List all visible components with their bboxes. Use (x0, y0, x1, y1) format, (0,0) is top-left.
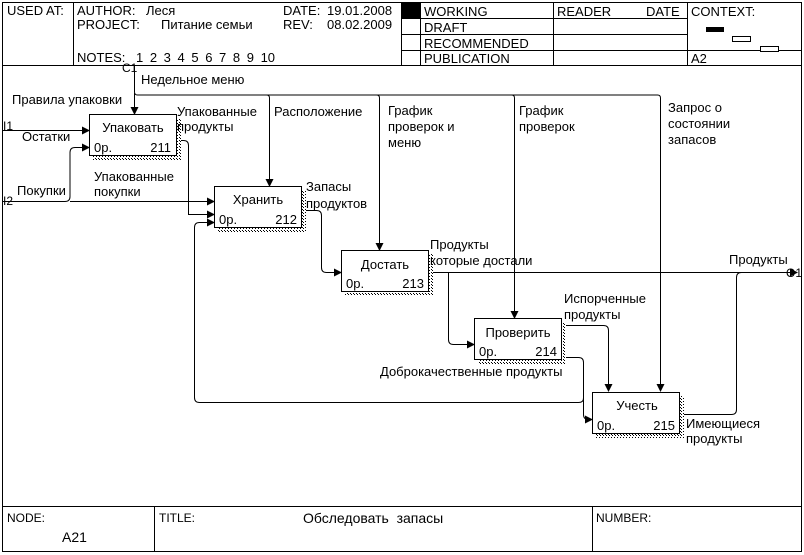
arrow-packed-products (176, 140, 215, 219)
status-recommended: RECOMMENDED (424, 36, 529, 51)
box-label: Хранить (233, 192, 284, 207)
project-label: PROJECT: (77, 17, 140, 32)
label-check-schedule-2: проверок (519, 119, 575, 134)
tunnel-i2: I2 (3, 194, 13, 208)
box-211[interactable]: Упаковать 0р. 211 (89, 114, 182, 161)
status-publication: PUBLICATION (424, 51, 510, 66)
rev-value: 08.02.2009 (327, 17, 392, 32)
box-cost: 0р. (479, 344, 497, 359)
arrow-labels: Недельное меню Правила упаковки Остатки … (12, 72, 788, 446)
arrow-product-stock (302, 210, 342, 277)
label-check-menu-3: меню (388, 135, 421, 150)
box-number: 212 (275, 212, 297, 227)
box-number: 215 (653, 418, 675, 433)
context-label: CONTEXT: (691, 4, 755, 19)
date-value: 19.01.2008 (327, 3, 392, 18)
box-label: Проверить (485, 325, 550, 340)
label-available-1: Имеющиеся (686, 416, 760, 431)
tunnel-c1: C1 (122, 61, 138, 75)
label-stock-request-2: состоянии (668, 116, 730, 131)
box-214[interactable]: Проверить 0р. 214 (474, 318, 567, 365)
context-thumbnail (706, 27, 779, 52)
box-cost: 0р. (597, 418, 615, 433)
arrow-good-products (561, 357, 593, 424)
label-leftovers: Остатки (22, 129, 70, 144)
arrow-purchases (3, 143, 90, 202)
working-status-marker (402, 3, 420, 18)
date-label: DATE: (283, 3, 320, 18)
status-working: WORKING (424, 4, 488, 19)
arrow-check-schedule-menu (375, 94, 384, 251)
label-purchases: Покупки (17, 183, 66, 198)
notes-value: 1 2 3 4 5 6 7 8 9 10 (136, 50, 275, 65)
node-value: A21 (62, 529, 87, 545)
label-packed-products-1: Упакованные (177, 104, 257, 119)
status-draft: DRAFT (424, 20, 467, 35)
label-packed-purchases-2: покупки (94, 184, 141, 199)
box-label: Упаковать (102, 120, 164, 135)
label-stock-request-1: Запрос о (668, 100, 722, 115)
author-label: AUTHOR: (77, 3, 136, 18)
reader-date-label: DATE (646, 4, 680, 19)
box-label: Достать (361, 257, 409, 272)
author-value: Леся (146, 3, 175, 18)
label-product-stock-1: Запасы (306, 179, 351, 194)
rev-label: REV: (283, 17, 313, 32)
label-location: Расположение (274, 104, 362, 119)
label-check-menu-1: График (388, 103, 433, 118)
label-products: Продукты (729, 252, 788, 267)
label-product-stock-2: продуктов (306, 196, 367, 211)
label-packing-rules: Правила упаковки (12, 92, 122, 107)
project-value: Питание семьи (161, 17, 253, 32)
label-packed-purchases-1: Упакованные (94, 169, 174, 184)
label-spoiled-2: продукты (564, 307, 620, 322)
label-available-2: продукты (686, 431, 742, 446)
label-good-products: Доброкачественные продукты (380, 364, 562, 379)
diagram-title: Обследовать запасы (303, 510, 443, 526)
node-label: NODE: (7, 511, 45, 525)
context-node: A2 (691, 51, 707, 66)
label-weekly-menu: Недельное меню (141, 72, 245, 87)
box-215[interactable]: Учесть 0р. 215 (592, 392, 685, 439)
box-number: 214 (535, 344, 557, 359)
label-spoiled-1: Испорченные (564, 291, 646, 306)
footer (2, 506, 802, 552)
box-212[interactable]: Хранить 0р. 212 (214, 186, 307, 233)
number-label: NUMBER: (596, 511, 651, 525)
arrow-available-products (679, 272, 742, 415)
arrow-check-schedule (510, 94, 519, 319)
box-cost: 0р. (346, 276, 364, 291)
label-packed-products-2: продукты (177, 119, 233, 134)
box-cost: 0р. (94, 140, 112, 155)
label-check-schedule-1: График (519, 103, 564, 118)
label-retrieved-2: которые достали (430, 253, 532, 268)
tunnel-o1: O1 (786, 266, 802, 280)
arrows (3, 66, 798, 424)
title-label: TITLE: (159, 511, 195, 525)
box-label: Учесть (616, 398, 658, 413)
arrow-good-feedback (194, 218, 584, 403)
reader-label: READER (557, 4, 611, 19)
arrow-spoiled-products (561, 325, 613, 392)
box-number: 211 (150, 140, 171, 155)
box-cost: 0р. (219, 212, 237, 227)
label-retrieved-1: Продукты (430, 237, 489, 252)
notes-label: NOTES: (77, 50, 125, 65)
used-at-label: USED AT: (7, 3, 64, 18)
box-213[interactable]: Достать 0р. 213 (341, 250, 434, 297)
arrow-location (265, 94, 274, 187)
box-number: 213 (402, 276, 424, 291)
label-stock-request-3: запасов (668, 132, 716, 147)
label-check-menu-2: проверок и (388, 119, 455, 134)
tunnel-i1: I1 (3, 119, 13, 133)
arrow-to-check (448, 272, 475, 349)
